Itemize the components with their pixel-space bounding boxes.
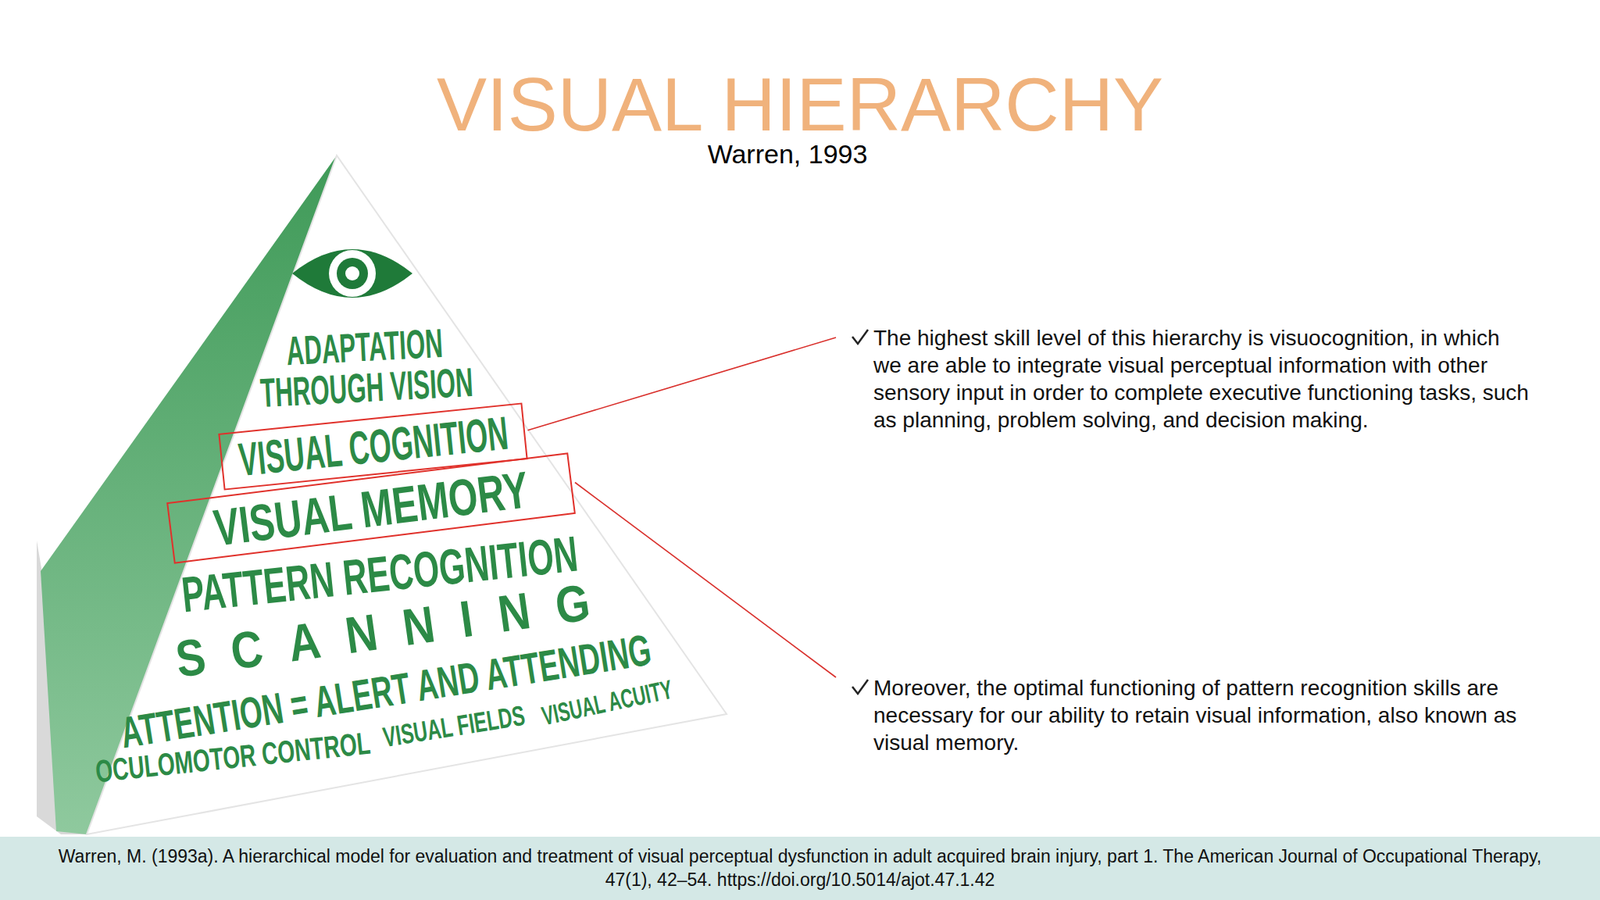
check-mark bbox=[852, 679, 868, 694]
footer-bar bbox=[0, 836, 1600, 900]
reference-caption: Warren, M. (1993a). A hierarchical model… bbox=[34, 844, 1566, 892]
slide-title: VISUAL HIERARCHY bbox=[0, 67, 1600, 143]
check-mark bbox=[852, 329, 868, 344]
bullet-note: The highest skill level of this hierarch… bbox=[873, 324, 1530, 434]
pyramid-face bbox=[86, 155, 727, 835]
hierarchy-level: ADAPTATION THROUGH VISION bbox=[256, 321, 475, 414]
leader-line bbox=[527, 337, 836, 431]
subtitle: Warren, 1993 bbox=[0, 140, 1575, 168]
eye-icon bbox=[292, 249, 413, 298]
bullet-note: Moreover, the optimal functioning of pat… bbox=[873, 674, 1530, 757]
